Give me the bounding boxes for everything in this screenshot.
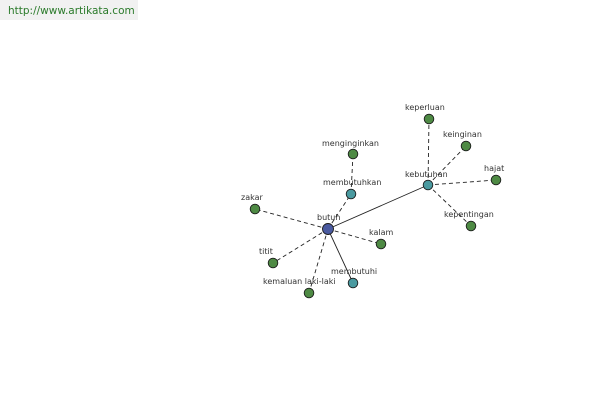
edge-membutuhkan-menginginkan [350, 153, 354, 195]
node-kebutuhan[interactable] [422, 179, 434, 191]
edge-kebutuhan-hajat [427, 179, 497, 186]
node-label-kalam: kalam [369, 228, 394, 237]
node-membutuhkan[interactable] [345, 188, 357, 200]
edge-kebutuhan-kepentingan [427, 184, 472, 227]
node-label-keinginan: keinginan [443, 130, 482, 139]
node-label-hajat: hajat [484, 164, 504, 173]
node-kemaluan-laki-laki[interactable] [303, 287, 315, 299]
node-butuh[interactable] [322, 223, 334, 235]
edge-butuh-zakar [254, 208, 329, 230]
node-menginginkan[interactable] [347, 148, 359, 160]
node-keinginan[interactable] [460, 140, 472, 152]
node-zakar[interactable] [249, 203, 261, 215]
node-label-kebutuhan: kebutuhan [405, 170, 448, 179]
edge-butuh-membutuhi [327, 228, 354, 284]
edge-butuh-titit [272, 228, 329, 264]
edge-butuh-kalam [327, 228, 382, 245]
node-label-keperluan: keperluan [405, 103, 445, 112]
graph-edges [254, 118, 497, 294]
node-kepentingan[interactable] [465, 220, 477, 232]
node-label-zakar: zakar [241, 193, 263, 202]
edge-kebutuhan-keinginan [427, 145, 467, 186]
node-label-menginginkan: menginginkan [322, 139, 379, 148]
node-label-butuh: butuh [317, 213, 340, 222]
node-label-kepentingan: kepentingan [444, 210, 494, 219]
source-bar: http://www.artikata.com [0, 0, 138, 20]
edge-butuh-kebutuhan [327, 184, 429, 230]
graph-labels: butuh kebutuhan membutuhkan membutuhi mengin… [241, 103, 504, 286]
source-link[interactable]: http://www.artikata.com [8, 5, 135, 17]
node-keperluan[interactable] [423, 113, 435, 125]
node-hajat[interactable] [490, 174, 502, 186]
node-label-titit: titit [259, 247, 273, 256]
node-kalam[interactable] [375, 238, 387, 250]
graph-nodes [249, 113, 502, 299]
node-titit[interactable] [267, 257, 279, 269]
node-label-membutuhi: membutuhi [331, 267, 377, 276]
node-membutuhi[interactable] [347, 277, 359, 289]
node-label-kemaluan-laki-laki: kemaluan laki-laki [263, 277, 336, 286]
node-label-membutuhkan: membutuhkan [323, 178, 381, 187]
